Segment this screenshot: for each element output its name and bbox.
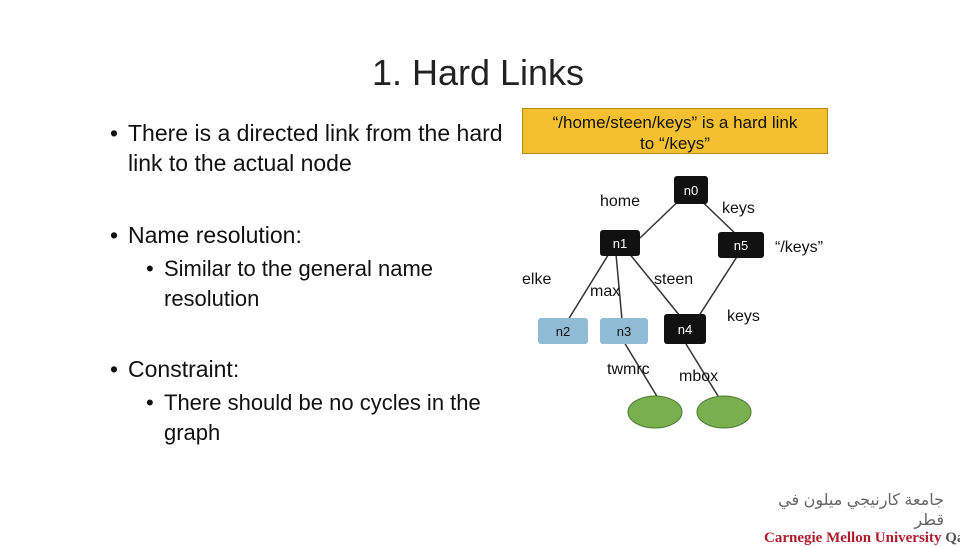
slide-title: 1. Hard Links: [371, 52, 585, 93]
edge-label-keys-path: “/keys”: [775, 239, 823, 256]
callout-line-2: to “/keys”: [640, 134, 710, 153]
edge-label-max: max: [590, 283, 620, 300]
bullet-constraint: Constraint:: [110, 354, 523, 384]
edge-label-home: home: [600, 193, 640, 210]
edge-n4-mbox: [685, 343, 719, 397]
edge-label-twmrc: twmrc: [607, 361, 650, 378]
edge-n1-n2: [567, 251, 611, 321]
node-n1-label: n1: [613, 236, 627, 251]
logo-english-text: Carnegie Mellon University Qatar: [764, 530, 960, 547]
edge-n3-twmrc: [623, 341, 659, 399]
edge-label-mbox: mbox: [679, 368, 718, 385]
logo-arabic-text: جامعة كارنيجي ميلون في قطر: [778, 492, 944, 529]
node-n0: n0: [674, 176, 708, 204]
edge-label-keys-n4: keys: [727, 308, 760, 325]
bullet-name-resolution: Name resolution:: [110, 220, 523, 250]
node-n3-label: n3: [617, 324, 631, 339]
leaf-node-twmrc: [627, 395, 683, 429]
cmu-qatar-logo: جامعة كارنيجي ميلون في قطر Carnegie Mell…: [764, 490, 960, 547]
node-n4: n4: [664, 314, 706, 344]
node-n4-label: n4: [678, 322, 692, 337]
logo-english-main: Carnegie Mellon University: [764, 530, 942, 546]
edge-label-elke: elke: [522, 271, 551, 288]
node-n1: n1: [600, 230, 640, 256]
node-n0-label: n0: [684, 183, 698, 198]
logo-english-suffix: Qatar: [945, 530, 960, 546]
node-n5-label: n5: [734, 238, 748, 253]
node-n2-label: n2: [556, 324, 570, 339]
edge-n1-n3: [615, 253, 623, 321]
node-n5: n5: [718, 232, 764, 258]
sub-bullet-name-resolution: Similar to the general name resolution: [146, 254, 514, 314]
edge-n1-n4: [627, 251, 681, 317]
bullet-hard-link-direction: There is a directed link from the hard l…: [110, 118, 523, 178]
edge-label-steen: steen: [654, 271, 693, 288]
leaf-node-mbox: [696, 395, 752, 429]
callout-line-1: “/home/steen/keys” is a hard link: [552, 113, 798, 132]
hard-link-callout: “/home/steen/keys” is a hard link to “/k…: [522, 108, 828, 154]
node-n2: n2: [538, 318, 588, 344]
sub-bullet-constraint: There should be no cycles in the graph: [146, 388, 514, 448]
edge-label-keys-top: keys: [722, 200, 755, 217]
node-n3: n3: [600, 318, 648, 344]
